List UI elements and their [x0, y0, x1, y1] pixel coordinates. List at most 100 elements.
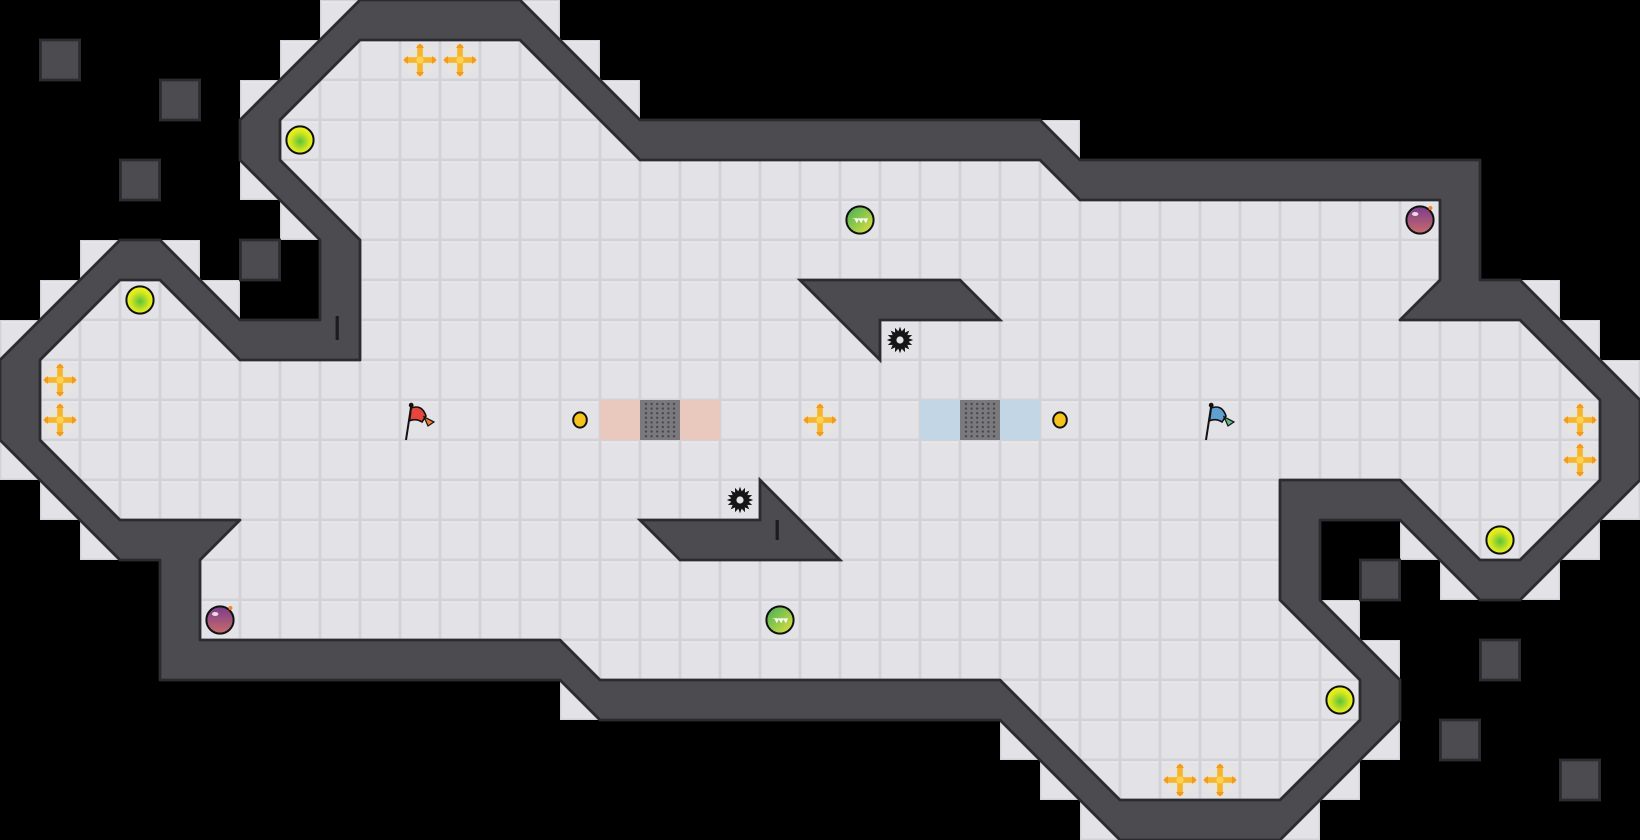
grate-hole — [667, 421, 670, 424]
boost-arrow — [803, 416, 808, 424]
boost-icon — [43, 403, 77, 437]
grate-hole — [672, 416, 676, 419]
grate-hole — [970, 430, 973, 433]
grate-hole — [992, 435, 996, 438]
red-flag-icon — [405, 402, 436, 441]
boost-arrow — [1216, 792, 1224, 797]
boost-arrow — [403, 56, 408, 64]
boost-center — [56, 416, 64, 424]
yellow-powerup-icon — [285, 125, 315, 155]
boost-arrow — [1563, 416, 1568, 424]
boost-center — [1176, 776, 1184, 784]
yellow-powerup-ball — [1325, 685, 1355, 715]
gate-grate-icon — [960, 400, 1000, 440]
grate-hole — [970, 425, 973, 429]
wall-block — [118, 158, 162, 202]
flag-tail — [422, 415, 436, 427]
boost-arrow — [72, 416, 77, 424]
red-gate-icon — [680, 400, 720, 440]
yellow-powerup-icon — [125, 285, 155, 315]
boost-center — [456, 56, 464, 64]
boost-arrow — [1576, 472, 1584, 477]
grate-hole — [672, 402, 676, 406]
grate-hole — [667, 416, 670, 419]
boost-arrow — [416, 72, 424, 77]
grate-hole — [987, 416, 990, 419]
yellow-powerup-ball — [1485, 525, 1515, 555]
grate-hole — [672, 425, 676, 429]
boost-icon — [1563, 403, 1597, 437]
grate-hole — [976, 425, 979, 429]
grate-hole — [981, 425, 984, 429]
grate-hole — [981, 430, 984, 433]
spike-hole — [736, 496, 744, 504]
grate-hole — [656, 407, 659, 410]
boost-arrow — [1216, 763, 1224, 768]
grate-hole — [667, 430, 670, 433]
boost-center — [1216, 776, 1224, 784]
yellow-powerup-ball — [125, 285, 155, 315]
wall-block — [239, 238, 282, 282]
grate-hole — [976, 430, 979, 433]
grate-hole — [656, 416, 659, 419]
grate-hole — [672, 435, 676, 438]
grate-hole — [650, 430, 653, 433]
grate-hole — [661, 412, 664, 415]
bomb-icon — [205, 605, 235, 635]
boost-arrow — [832, 416, 837, 424]
boost-arrow — [1232, 776, 1237, 784]
boost-arrow — [1203, 776, 1208, 784]
grate-hole — [650, 435, 653, 438]
spike-icon — [886, 326, 914, 354]
boost-arrow — [443, 56, 448, 64]
grate-hole — [987, 430, 990, 433]
boost-center — [56, 376, 64, 384]
grate-hole — [992, 402, 996, 406]
grate-tile — [640, 400, 680, 440]
grate-hole — [661, 425, 664, 429]
yellow-powerup-icon — [1485, 525, 1515, 555]
grate-hole — [976, 402, 979, 406]
grate-hole — [644, 430, 648, 433]
grate-hole — [970, 407, 973, 410]
grate-hole — [661, 402, 664, 406]
boost-arrow — [1576, 432, 1584, 437]
boost-arrow — [56, 363, 64, 368]
boost-arrow — [56, 392, 64, 397]
boost-icon — [403, 43, 437, 77]
grate-hole — [656, 412, 659, 415]
rolling-bomb-teeth — [852, 218, 868, 224]
bomb-fuse — [1428, 206, 1433, 210]
red-gate-tile — [600, 400, 640, 440]
grate-hole — [667, 412, 670, 415]
boost-center — [416, 56, 424, 64]
boost-arrow — [472, 56, 477, 64]
boost-arrow — [1176, 792, 1184, 797]
grate-hole — [976, 435, 979, 438]
grate-hole — [661, 430, 664, 433]
bomb-shine — [1412, 212, 1419, 216]
grate-hole — [981, 412, 984, 415]
grate-hole — [644, 435, 648, 438]
gate-grate-icon — [640, 400, 680, 440]
grate-hole — [650, 412, 653, 415]
grate-hole — [970, 402, 973, 406]
flag-tail — [1222, 415, 1236, 427]
boost-arrow — [456, 72, 464, 77]
grate-hole — [672, 421, 676, 424]
grate-hole — [976, 412, 979, 415]
grate-hole — [992, 425, 996, 429]
boost-arrow — [1592, 416, 1597, 424]
grate-hole — [981, 435, 984, 438]
grate-hole — [964, 425, 968, 429]
grate-hole — [992, 430, 996, 433]
grate-hole — [970, 435, 973, 438]
boost-arrow — [1576, 403, 1584, 408]
boost-arrow — [1563, 456, 1568, 464]
grate-hole — [987, 407, 990, 410]
grate-hole — [976, 407, 979, 410]
flag-cloth — [408, 406, 427, 424]
wall-island — [636, 476, 844, 562]
